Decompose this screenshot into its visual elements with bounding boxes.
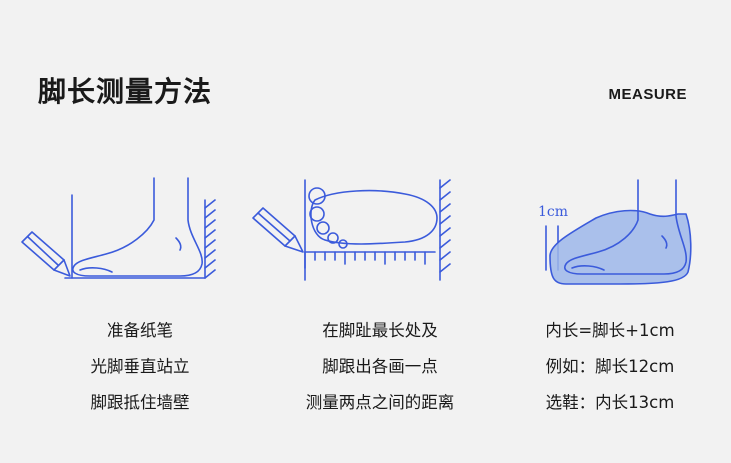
- wall-icon: [439, 179, 451, 281]
- step-1-text: 准备纸笔 光脚垂直站立 脚跟抵住墙壁: [20, 313, 260, 421]
- step-1-line-1: 准备纸笔: [107, 321, 173, 340]
- illustration-mark: [245, 160, 475, 300]
- step-2-line-2: 脚跟出各画一点: [322, 357, 438, 376]
- page-title: 脚长测量方法: [38, 75, 213, 108]
- foot-top-icon: [308, 187, 438, 249]
- illustration-shoe: 1cm: [510, 160, 731, 300]
- step-2-line-1: 在脚趾最长处及: [322, 321, 438, 340]
- step-1-line-3: 脚跟抵住墙壁: [90, 393, 190, 412]
- step-3-line-2: 例如：脚长12cm: [545, 357, 675, 376]
- pencil-icon: [252, 207, 304, 253]
- step-2-text: 在脚趾最长处及 脚跟出各画一点 测量两点之间的距离: [260, 313, 500, 421]
- step-3-line-1: 内长=脚长+1cm: [545, 321, 675, 340]
- ruler-icon: [304, 251, 436, 269]
- measure-tag: MEASURE: [608, 86, 687, 103]
- illustration-stand: [20, 160, 250, 300]
- step-3-line-3: 选鞋：内长13cm: [545, 393, 675, 412]
- step-3-text: 内长=脚长+1cm 例如：脚长12cm 选鞋：内长13cm: [490, 313, 730, 421]
- pencil-icon: [21, 231, 71, 277]
- step-2-line-3: 测量两点之间的距离: [305, 393, 455, 412]
- wall-icon: [204, 199, 216, 279]
- foot-side-icon: [72, 177, 203, 277]
- foot-side-icon: [564, 179, 688, 275]
- step-1-line-2: 光脚垂直站立: [90, 357, 190, 376]
- margin-label: 1cm: [538, 204, 568, 220]
